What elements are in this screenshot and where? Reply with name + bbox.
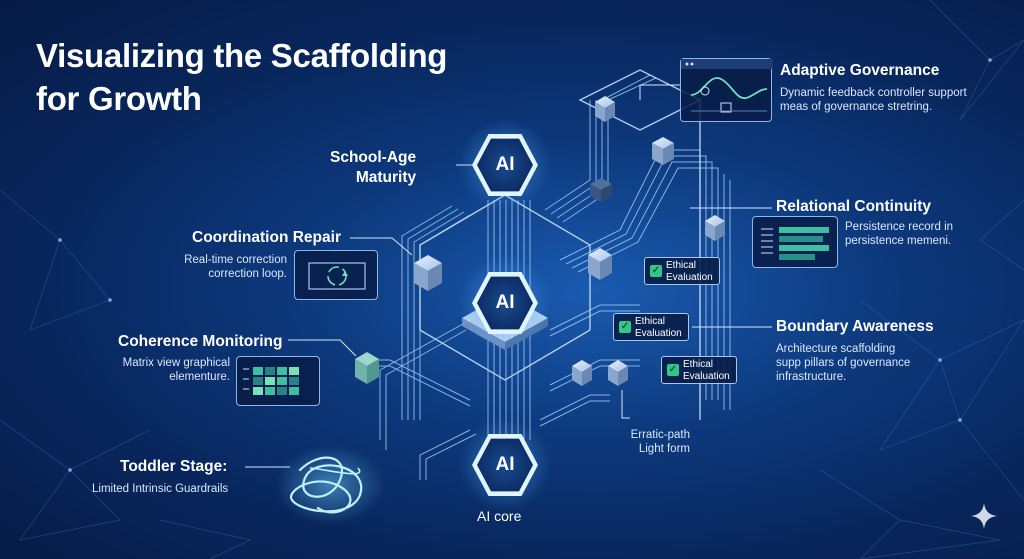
toddler-scribble (275, 445, 385, 525)
coordination-repair-desc: Real-time correction correction loop. (184, 254, 287, 280)
callout-leaders (245, 84, 772, 468)
coordination-repair-title: Coordination Repair (192, 229, 341, 246)
feedback-graph-icon (680, 58, 773, 122)
adaptive-governance-desc: Dynamic feedback controller support meas… (780, 87, 967, 113)
coherence-monitoring-desc: Matrix view graphical elementure. (122, 357, 230, 383)
boundary-awareness-desc: Architecture scaffolding supp pillars of… (776, 343, 911, 383)
page-title: Visualizing the Scaffolding for Growth (36, 37, 448, 117)
checkmark-icon: ✓ (619, 321, 631, 333)
boundary-awareness-title: Boundary Awareness (776, 318, 934, 335)
stage-label-school-age: School-Age Maturity (330, 149, 417, 186)
scaffold-frame (419, 69, 702, 420)
toddler-stage-title: Toddler Stage: (120, 458, 228, 475)
loop-arrows-icon (294, 250, 378, 300)
ai-core-label: AI core (477, 508, 522, 524)
erratic-path-label: Erratic-path Light form (630, 429, 690, 455)
toddler-stage-desc: Limited Intrinsic Guardrails (92, 483, 229, 495)
ai-node-school-age: AI (458, 118, 552, 212)
ai-node-core: AI (458, 418, 552, 512)
relational-continuity-desc: Persistence record in persistence memeni… (845, 221, 954, 247)
ai-node-middle: AI (458, 256, 552, 350)
checkmark-icon: ✓ (667, 364, 679, 376)
adaptive-governance-title: Adaptive Governance (780, 62, 940, 79)
relational-continuity-title: Relational Continuity (776, 198, 931, 215)
record-list-icon (752, 216, 838, 268)
checkmark-icon: ✓ (650, 265, 662, 277)
coherence-monitoring-title: Coherence Monitoring (118, 333, 283, 350)
sparkle-icon (971, 503, 997, 529)
matrix-grid-icon (236, 356, 320, 406)
